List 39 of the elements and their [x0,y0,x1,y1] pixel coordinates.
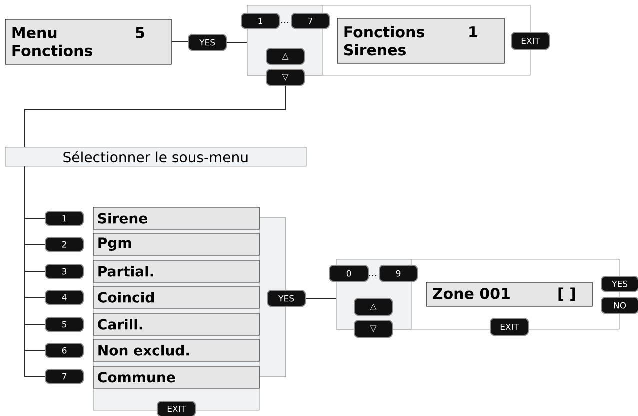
key-button: 6 [45,343,84,358]
lcd-display: Fonctions 1 Sirenes [337,18,505,64]
menu-item: Sirene [93,207,260,230]
key-button: YES [267,290,306,308]
key-button: △ [354,298,394,316]
key-button: YES [188,34,228,52]
menu-item: Commune [93,366,260,389]
key-button: 5 [45,317,84,332]
key-button: 7 [45,369,84,384]
key-button: NO [601,297,638,314]
connector-line [306,298,336,300]
key-button: 9 [379,265,418,282]
key-button: 1 [45,211,84,226]
menu-item: Partial. [93,260,260,283]
key-button: △ [266,48,306,66]
heading-band: Sélectionner le sous-menu [5,147,307,167]
key-button: YES [601,276,638,292]
ellipsis: … [370,275,376,277]
key-button: EXIT [511,32,550,50]
menu-item: Coincid [93,286,260,309]
ellipsis: … [282,22,288,24]
menu-item: Non exclud. [93,339,260,362]
key-button: ▽ [354,320,394,338]
menu-item: Carill. [93,313,260,336]
key-button: ▽ [266,69,306,86]
menu-item: Pgm [93,233,260,256]
connector-line [24,86,286,148]
key-button: 7 [291,13,330,30]
key-button: 3 [45,264,84,280]
key-button: 1 [241,13,280,30]
key-button: 4 [45,290,84,306]
lcd-display: Zone 001 [ ] [426,282,593,307]
connector-line [171,41,188,42]
connector-line [226,42,248,44]
key-button: 2 [45,237,84,252]
key-button: EXIT [157,401,196,416]
key-button: EXIT [490,318,530,336]
lcd-display: Menu 5 Fonctions [5,19,172,65]
key-button: 0 [329,265,370,282]
